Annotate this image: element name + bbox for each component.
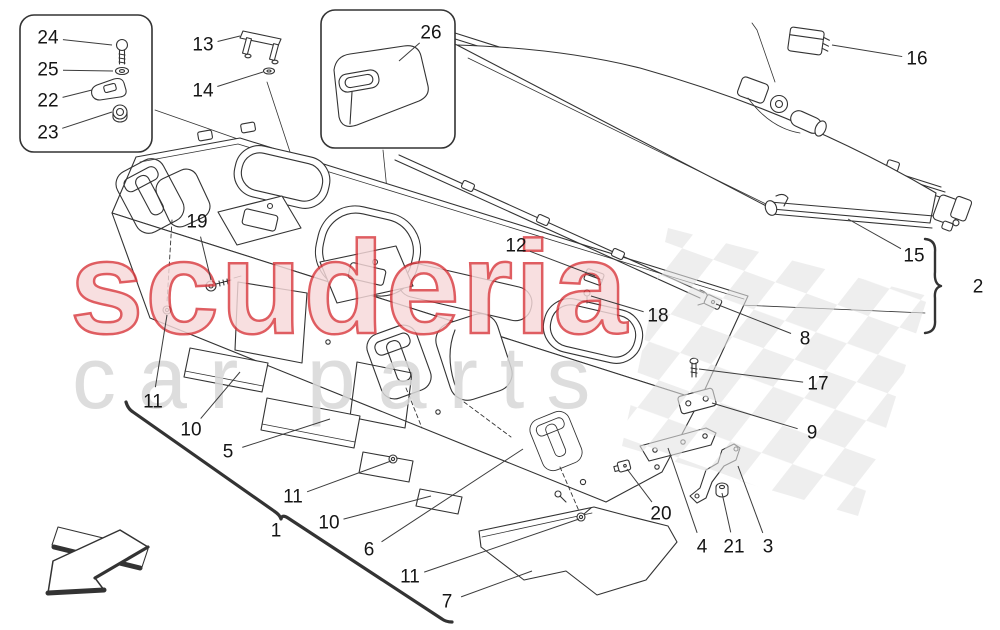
- leader-line-11-16: [154, 314, 168, 388]
- leader-line-17-14: [698, 368, 804, 383]
- screw-18: [583, 289, 591, 304]
- leader-line-12-11: [529, 250, 596, 277]
- belt-guide-cover: [435, 313, 513, 401]
- bolt-24: [115, 38, 129, 65]
- part-label-19-10: 19: [186, 212, 207, 233]
- part-label-26-6: 26: [420, 23, 441, 44]
- leader-line-24-0: [62, 39, 113, 46]
- leader-line-5-18: [242, 418, 331, 448]
- leader-line-7-23: [460, 570, 533, 598]
- leader-line-13-4: [217, 35, 241, 42]
- handle-13: [239, 30, 282, 65]
- speaker-recess: [542, 298, 644, 364]
- part-label-23-3: 23: [37, 123, 58, 144]
- part-label-10-17: 10: [180, 420, 201, 441]
- nut-21: [715, 482, 729, 498]
- part-label-18-12: 18: [647, 306, 668, 327]
- screw-19: [205, 275, 242, 292]
- brand-watermark: scuderia: [70, 214, 629, 361]
- leader-line-18-12: [590, 295, 644, 313]
- leader-line-26-6: [398, 42, 421, 62]
- part-label-4-26: 4: [697, 537, 708, 558]
- part-label-24-0: 24: [37, 28, 59, 49]
- hardware-inset-box: [19, 14, 153, 153]
- screw-small: [554, 490, 567, 503]
- washer-25: [114, 66, 130, 76]
- leader-line-20-25: [626, 468, 653, 503]
- part-label-9-15: 9: [807, 423, 818, 444]
- blind-motor: [737, 76, 827, 137]
- roller-blind-assembly: [451, 22, 973, 232]
- leader-line-16-7: [831, 44, 903, 58]
- leader-lines: [62, 35, 903, 598]
- leader-line-6-21: [381, 448, 524, 543]
- leader-line-19-10: [200, 236, 212, 281]
- leader-line-4-26: [667, 447, 698, 533]
- part-label-11-19: 11: [283, 487, 303, 508]
- leader-line-22-2: [62, 89, 93, 98]
- part-label-8-13: 8: [800, 329, 811, 350]
- part-label-7-23: 7: [442, 592, 453, 613]
- part-label-11-22: 11: [400, 567, 420, 588]
- part-label-25-1: 25: [37, 60, 58, 81]
- part-label-13-4: 13: [192, 35, 213, 56]
- blind-sheet: [456, 44, 937, 224]
- leader-line-9-15: [711, 402, 798, 430]
- fastener-clip-12: [583, 268, 605, 286]
- leader-line-3-28: [737, 465, 764, 534]
- leader-line-10-20: [343, 495, 432, 520]
- part-label-22-2: 22: [37, 91, 58, 112]
- control-module: [787, 26, 830, 56]
- belt-hump: [319, 245, 414, 304]
- clamp-22: [91, 77, 127, 101]
- checkered-flag-watermark: [622, 228, 928, 516]
- part-labels: 2425222313142616152191218817911105111061…: [37, 23, 983, 613]
- speaker-recess: [233, 145, 331, 209]
- leader-line-8-13: [715, 303, 792, 334]
- belt-hump: [217, 195, 302, 246]
- group-brace-2: [923, 237, 943, 335]
- brand-subtext-watermark: car parts: [72, 328, 612, 427]
- cover-26: [333, 45, 429, 127]
- leader-line-11-19: [306, 460, 392, 493]
- part-label-21-27: 21: [723, 537, 744, 558]
- part-label-12-11: 12: [505, 236, 526, 257]
- nut-23: [112, 104, 128, 123]
- direction-arrow-icon: [45, 529, 150, 596]
- leader-line-15-8: [847, 218, 902, 250]
- part-label-3-28: 3: [763, 537, 774, 558]
- leader-line-25-1: [62, 69, 114, 72]
- leader-line-11-22: [424, 518, 580, 573]
- washer-14: [262, 67, 276, 75]
- assembly-bracket-1: [124, 400, 454, 624]
- part-label-6-21: 6: [364, 540, 375, 561]
- part-label-2-9: 2: [973, 277, 984, 298]
- blind-roll-tube: [764, 193, 973, 232]
- cover-inset-box: [320, 9, 456, 149]
- part-label-5-18: 5: [223, 442, 234, 463]
- part-label-14-5: 14: [192, 81, 214, 102]
- leader-line-14-5: [217, 71, 264, 87]
- part-label-10-20: 10: [318, 513, 339, 534]
- part-label-20-25: 20: [650, 504, 671, 525]
- leader-line-21-27: [721, 492, 732, 533]
- parcel-shelf: [110, 121, 749, 512]
- part-label-1-24: 1: [271, 521, 282, 542]
- foam-pads: [51, 347, 678, 596]
- part-label-11-16: 11: [143, 392, 163, 413]
- leader-line-23-3: [62, 111, 113, 129]
- part-label-17-14: 17: [807, 374, 828, 395]
- foam-pad-7: [478, 506, 678, 596]
- leader-line-10-17: [200, 371, 241, 419]
- push-pin: [162, 305, 172, 315]
- part-label-15-8: 15: [903, 246, 924, 267]
- part-label-16-7: 16: [906, 49, 927, 70]
